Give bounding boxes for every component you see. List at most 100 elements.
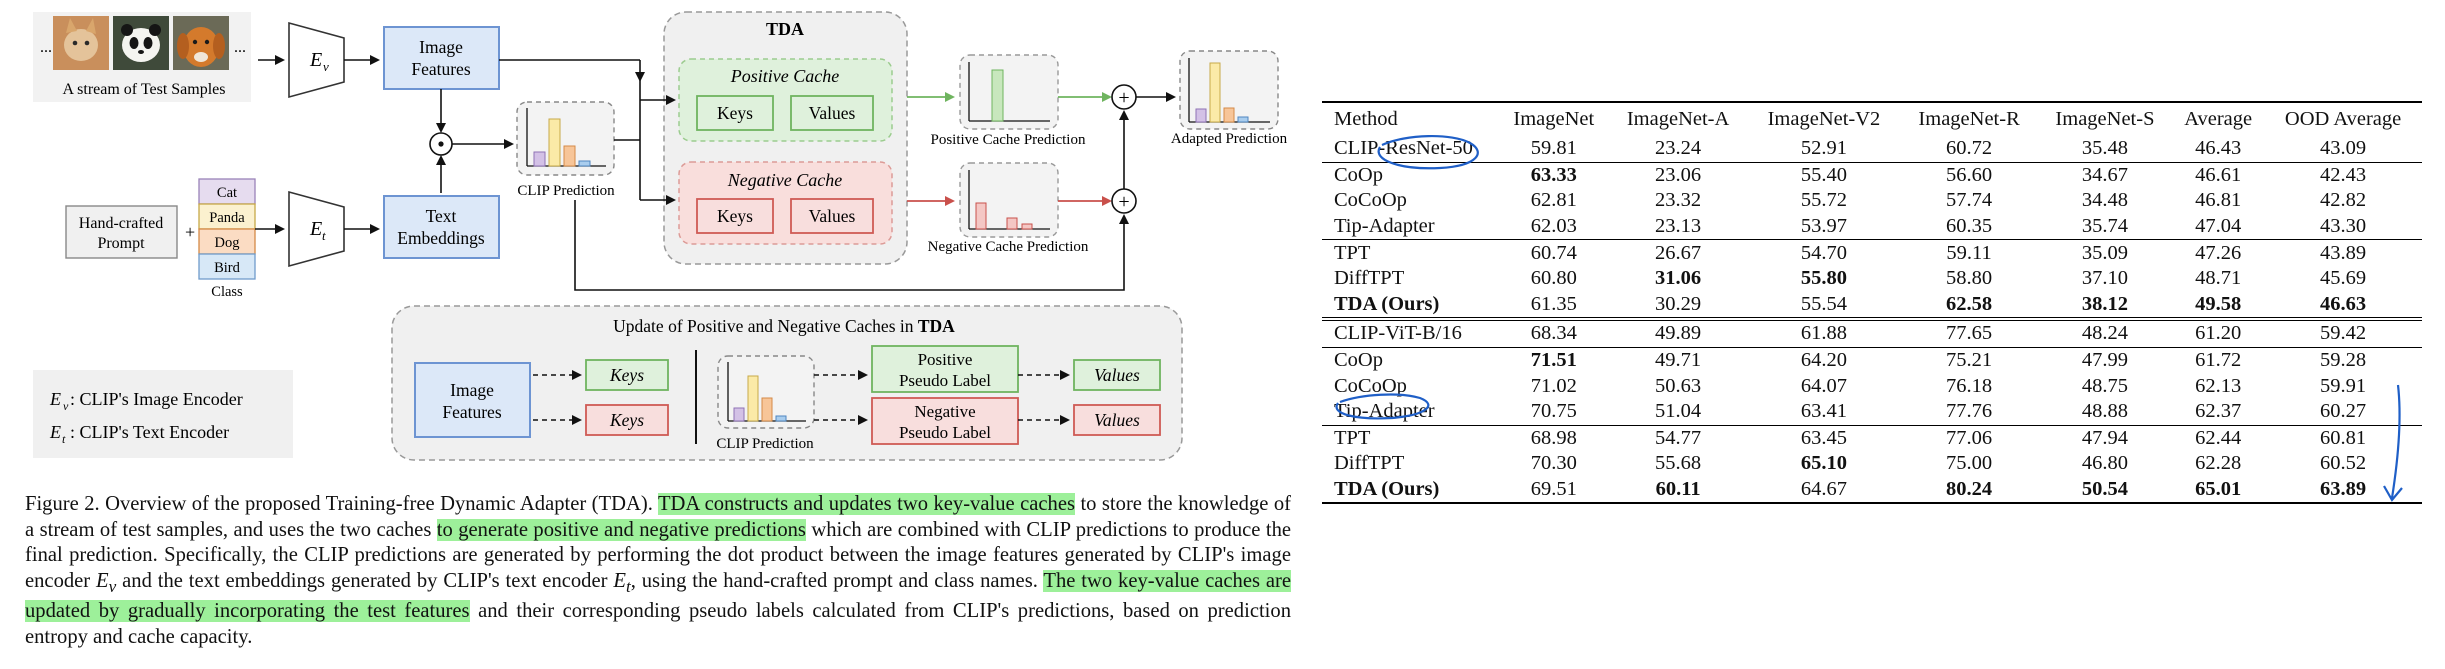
svg-text:Embeddings: Embeddings [397, 228, 485, 248]
test-sample-stream: ... ... A stream of Test Samples [33, 12, 251, 102]
svg-text:E: E [49, 422, 61, 442]
svg-text:Keys: Keys [609, 410, 644, 430]
value-cell: 75.00 [1946, 452, 1993, 475]
value-cell: 62.44 [2172, 424, 2265, 452]
dog-image [173, 16, 229, 70]
svg-text:Values: Values [1094, 410, 1140, 430]
value-cell: 23.13 [1655, 215, 1702, 238]
value-cell: 23.24 [1655, 137, 1702, 160]
value-cell: 30.29 [1655, 292, 1702, 315]
value-cell: 62.13 [2195, 374, 2242, 397]
value-cell: 42.82 [2320, 189, 2367, 212]
svg-text:Panda: Panda [209, 210, 245, 226]
svg-text:Hand-crafted: Hand-crafted [79, 215, 163, 232]
value-cell: 48.75 [2081, 374, 2129, 397]
value-cell: 80.24 [1900, 476, 2038, 505]
value-cell: 70.30 [1530, 452, 1577, 475]
svg-text:Values: Values [809, 206, 856, 226]
col-header-imagenet-a: ImageNet-A [1608, 101, 1748, 136]
value-cell: 65.01 [2172, 476, 2265, 505]
svg-text:+: + [1118, 87, 1129, 109]
value-cell: 55.68 [1655, 452, 1702, 475]
value-cell: 54.70 [1747, 239, 1901, 266]
svg-text:Image: Image [450, 380, 494, 400]
svg-text:t: t [322, 228, 326, 243]
value-cell: 46.61 [2172, 161, 2265, 189]
value-cell: 42.43 [2264, 161, 2422, 189]
value-cell: 49.71 [1608, 346, 1748, 374]
value-cell: 64.67 [1747, 476, 1901, 505]
value-cell: 47.94 [2037, 424, 2173, 452]
method-cell: TPT [1322, 239, 1499, 266]
value-cell: 59.11 [1900, 239, 2038, 266]
col-header-imagenet-r: ImageNet-R [1900, 101, 2038, 136]
value-cell: 35.09 [2037, 239, 2173, 266]
value-cell: 64.20 [1747, 346, 1901, 374]
value-cell: 23.32 [1655, 189, 1702, 212]
svg-text:Positive: Positive [918, 350, 973, 369]
value-cell: 43.89 [2264, 239, 2422, 266]
svg-text:Bird: Bird [214, 260, 241, 276]
method-overview-figure: ... ... A stream of Test Samples E [33, 11, 1288, 461]
value-cell: 46.81 [2195, 189, 2242, 212]
image-features-box: Image Features [383, 26, 500, 90]
value-cell: 77.65 [1900, 317, 2038, 348]
value-cell: 63.45 [1747, 424, 1901, 452]
ellipsis-left: ... [40, 39, 52, 56]
svg-text:Negative: Negative [914, 402, 975, 421]
svg-text:CLIP Prediction: CLIP Prediction [517, 183, 615, 199]
svg-text:E: E [309, 218, 322, 240]
value-cell: 34.67 [2037, 161, 2173, 189]
value-cell: 60.74 [1499, 239, 1609, 266]
svg-text:Cat: Cat [217, 185, 237, 201]
value-cell: 62.28 [2195, 452, 2242, 475]
value-cell: 62.81 [1530, 189, 1577, 212]
value-cell: 62.03 [1530, 215, 1577, 238]
value-cell: 60.52 [2320, 452, 2367, 475]
adapted-prediction-chart: Adapted Prediction [1171, 50, 1288, 147]
col-header-ood-average: OOD Average [2264, 101, 2422, 136]
value-cell: 57.74 [1946, 189, 1993, 212]
table-header-row: Method ImageNet ImageNet-A ImageNet-V2 I… [1322, 101, 2422, 136]
positive-cache-prediction-chart: Positive Cache Prediction [931, 54, 1086, 148]
value-cell: 63.41 [1800, 400, 1848, 423]
stream-label: A stream of Test Samples [62, 81, 225, 98]
value-cell: 23.06 [1608, 161, 1748, 189]
value-cell: 70.75 [1530, 400, 1577, 423]
col-header-imagenet-v2: ImageNet-V2 [1747, 101, 1901, 136]
sum-node-top: + [1111, 84, 1137, 110]
method-cell: TDA (Ours) [1322, 476, 1499, 505]
method-cell: CoOp [1322, 161, 1499, 189]
value-cell: 64.07 [1800, 374, 1848, 397]
svg-text:Positive Cache Prediction: Positive Cache Prediction [931, 132, 1086, 148]
svg-text:Keys: Keys [609, 365, 644, 385]
results-table: Method ImageNet ImageNet-A ImageNet-V2 I… [1322, 101, 2422, 505]
value-cell: 75.21 [1900, 346, 2038, 374]
svg-text:Positive Cache: Positive Cache [730, 66, 839, 86]
value-cell: 50.54 [2037, 476, 2173, 505]
value-cell: 61.20 [2172, 317, 2265, 348]
svg-text:+: + [1118, 191, 1129, 213]
svg-text:Negative Cache: Negative Cache [727, 170, 842, 190]
svg-text:v: v [63, 399, 69, 413]
tda-module: TDA Positive Cache Keys Values Negative … [663, 11, 908, 265]
sum-node-bottom: + [1111, 188, 1137, 214]
method-cell: CLIP-ResNet-50 [1334, 137, 1473, 160]
svg-text:Values: Values [809, 103, 856, 123]
panda-image [113, 16, 169, 70]
value-cell: 60.27 [2320, 400, 2367, 423]
value-cell: 59.81 [1530, 137, 1577, 160]
value-cell: 77.06 [1900, 424, 2038, 452]
method-cell: CoCoOp [1334, 189, 1407, 212]
value-cell: 61.88 [1747, 317, 1901, 348]
value-cell: 65.10 [1800, 452, 1848, 475]
method-cell: Tip-Adapter [1334, 400, 1435, 423]
value-cell: 55.72 [1800, 189, 1848, 212]
col-header-average: Average [2172, 101, 2265, 136]
